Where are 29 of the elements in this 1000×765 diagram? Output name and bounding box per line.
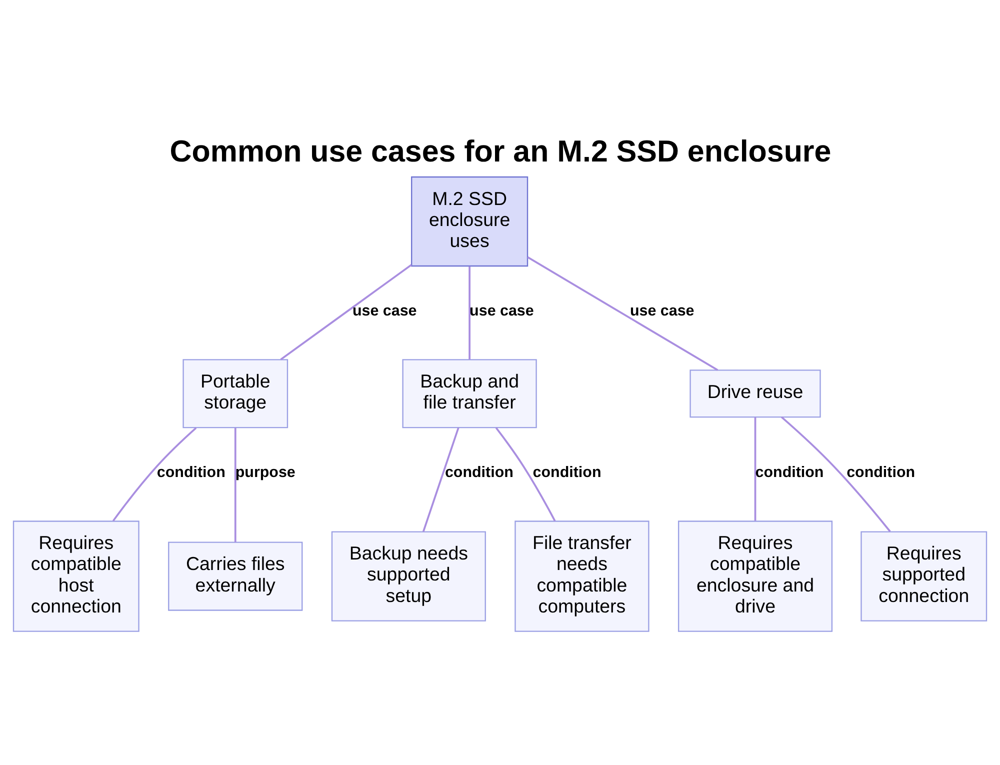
edge-label: condition: [846, 464, 916, 482]
edge-label: condition: [156, 464, 226, 482]
node-box: Drive reuse: [690, 370, 821, 418]
node-box: Requires compatible enclosure and drive: [678, 520, 833, 632]
connector: [754, 417, 756, 521]
connector: [280, 264, 412, 360]
connector: [422, 428, 460, 532]
node-box: Requires compatible host connection: [12, 520, 140, 632]
node-box: M.2 SSD enclosure uses: [411, 176, 528, 267]
connector: [468, 266, 470, 360]
node-box: File transfer needs compatible computers: [514, 520, 650, 632]
edge-label: condition: [755, 464, 824, 482]
node-box: Backup and file transfer: [402, 359, 537, 428]
node-box: Carries files externally: [168, 542, 303, 611]
edge-label: use case: [630, 302, 694, 320]
edge-label: purpose: [235, 464, 296, 482]
connector: [527, 256, 718, 371]
node-box: Backup needs supported setup: [331, 531, 486, 622]
connector: [112, 427, 197, 522]
node-box: Requires supported connection: [860, 531, 988, 622]
node-box: Portable storage: [182, 359, 288, 428]
diagram-title: Common use cases for an M.2 SSD enclosure: [170, 134, 832, 169]
connector: [495, 427, 556, 522]
connector: [234, 428, 236, 542]
edge-label: use case: [352, 302, 417, 320]
edge-label: condition: [444, 464, 514, 482]
connector: [780, 416, 891, 532]
edge-label: use case: [470, 302, 534, 320]
edge-label: condition: [532, 464, 602, 482]
